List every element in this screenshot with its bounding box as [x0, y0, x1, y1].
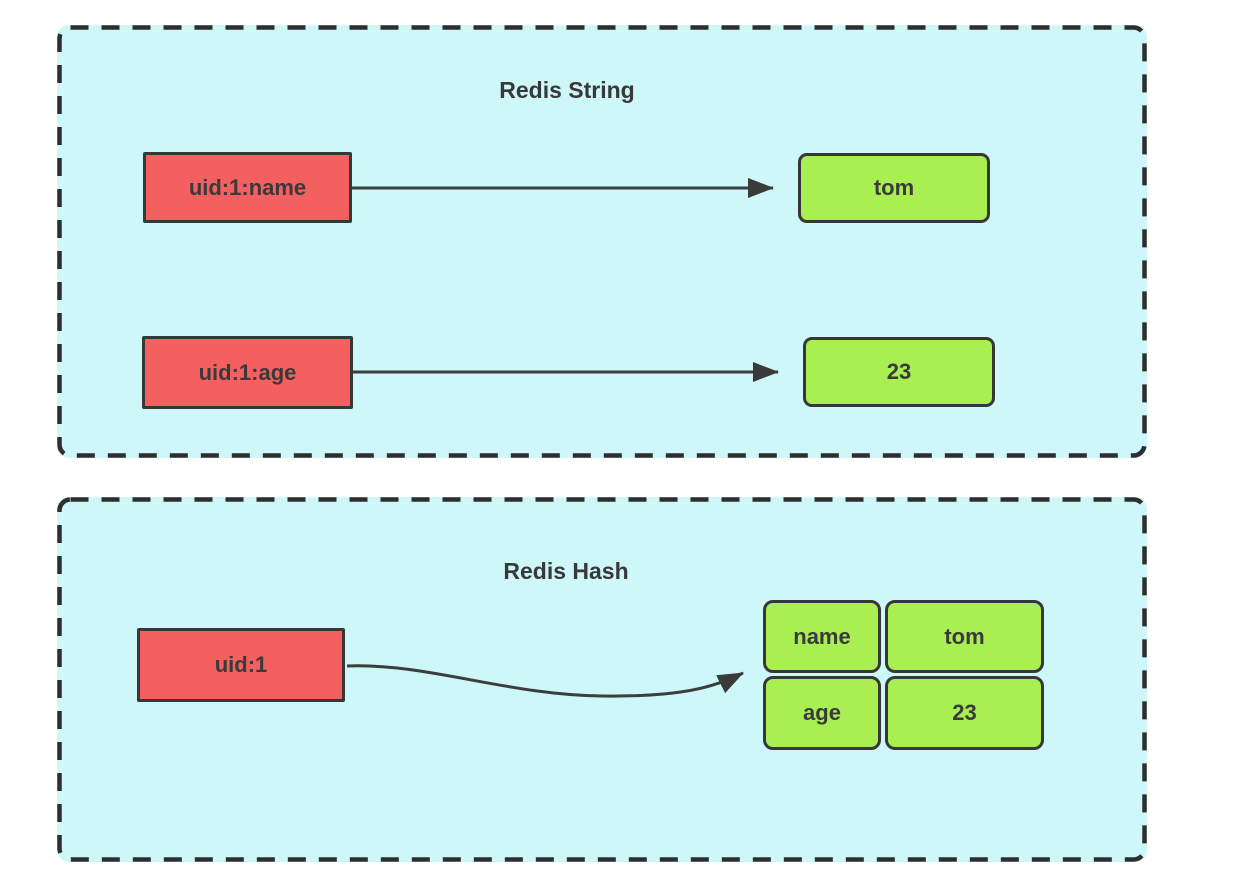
arrow-uid1-to-hash	[346, 664, 744, 698]
hash-table: name tom age 23	[763, 600, 1044, 750]
key-box-uid-1: uid:1	[137, 628, 345, 702]
panel-title: Redis String	[499, 77, 635, 103]
panel-title: Redis Hash	[503, 558, 629, 584]
panel-redis-string: Redis String uid:1:name tom uid:1:age 23	[57, 25, 1147, 458]
hash-value-23: 23	[885, 676, 1044, 750]
hash-field-age: age	[763, 676, 881, 750]
key-box-uid-1-name: uid:1:name	[143, 152, 352, 223]
hash-value-tom: tom	[885, 600, 1044, 673]
panel-redis-hash: Redis Hash uid:1 name tom age 23	[57, 497, 1147, 862]
key-box-uid-1-age: uid:1:age	[142, 336, 353, 409]
hash-field-name: name	[763, 600, 881, 673]
value-box-tom: tom	[798, 153, 990, 223]
value-box-23: 23	[803, 337, 995, 407]
